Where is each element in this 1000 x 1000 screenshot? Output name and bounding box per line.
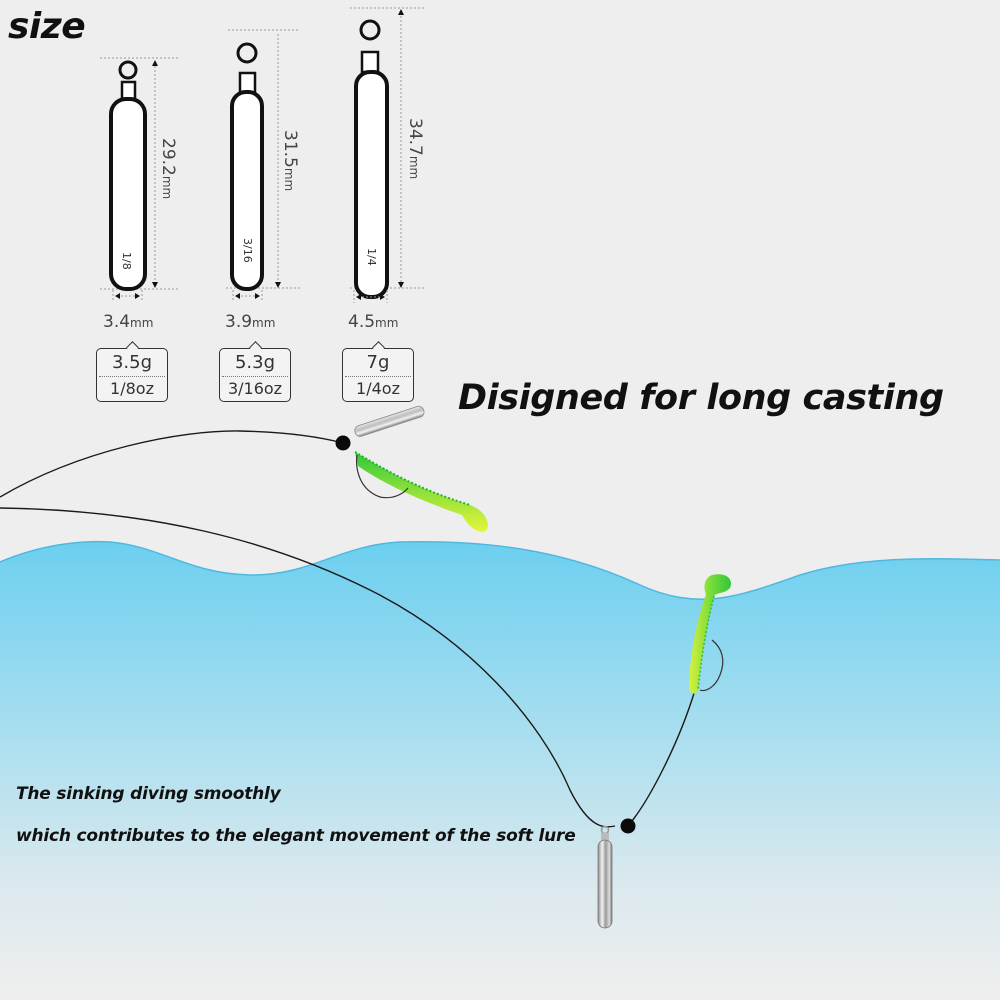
weight-drawing-1 (100, 57, 178, 300)
tag-divider (222, 376, 288, 377)
tag-divider (345, 376, 411, 377)
fraction-label-1: 1/8 (120, 252, 133, 270)
weight-ounces: 1/4oz (356, 379, 400, 398)
diameter-label-1: 3.4mm (103, 312, 154, 332)
weight-tag-1: 3.5g 1/8oz (96, 348, 168, 402)
weight-tag-2: 5.3g 3/16oz (219, 348, 291, 402)
weight-grams: 5.3g (234, 352, 276, 373)
length-label-1: 29.2mm (158, 138, 178, 200)
water-wave (0, 540, 1000, 1000)
fraction-label-2: 3/16 (241, 238, 254, 263)
bead-icon (620, 818, 636, 834)
weight-drawing-3 (350, 7, 425, 303)
bead-icon (335, 435, 351, 451)
underwater-lure (689, 574, 731, 694)
underwater-weight (597, 818, 636, 929)
weight-ounces: 3/16oz (227, 379, 283, 398)
size-title: size (8, 6, 86, 47)
weight-grams: 3.5g (111, 352, 153, 373)
size-diagram (100, 7, 425, 303)
tag-divider (99, 376, 165, 377)
fishing-lines (0, 430, 696, 828)
weight-grams: 7g (366, 352, 390, 373)
surface-rig (335, 405, 488, 532)
diameter-label-3: 4.5mm (348, 312, 399, 332)
weight-tag-3: 7g 1/4oz (342, 348, 414, 402)
length-label-2: 31.5mm (280, 130, 300, 192)
caption-line-2: which contributes to the elegant movemen… (16, 826, 576, 846)
length-label-3: 34.7mm (405, 118, 425, 180)
diameter-label-2: 3.9mm (225, 312, 276, 332)
caption-line-1: The sinking diving smoothly (16, 784, 281, 804)
weight-ounces: 1/8oz (110, 379, 154, 398)
weight-drawing-2 (226, 29, 300, 300)
headline: Disigned for long casting (458, 378, 944, 418)
fraction-label-3: 1/4 (365, 248, 378, 266)
